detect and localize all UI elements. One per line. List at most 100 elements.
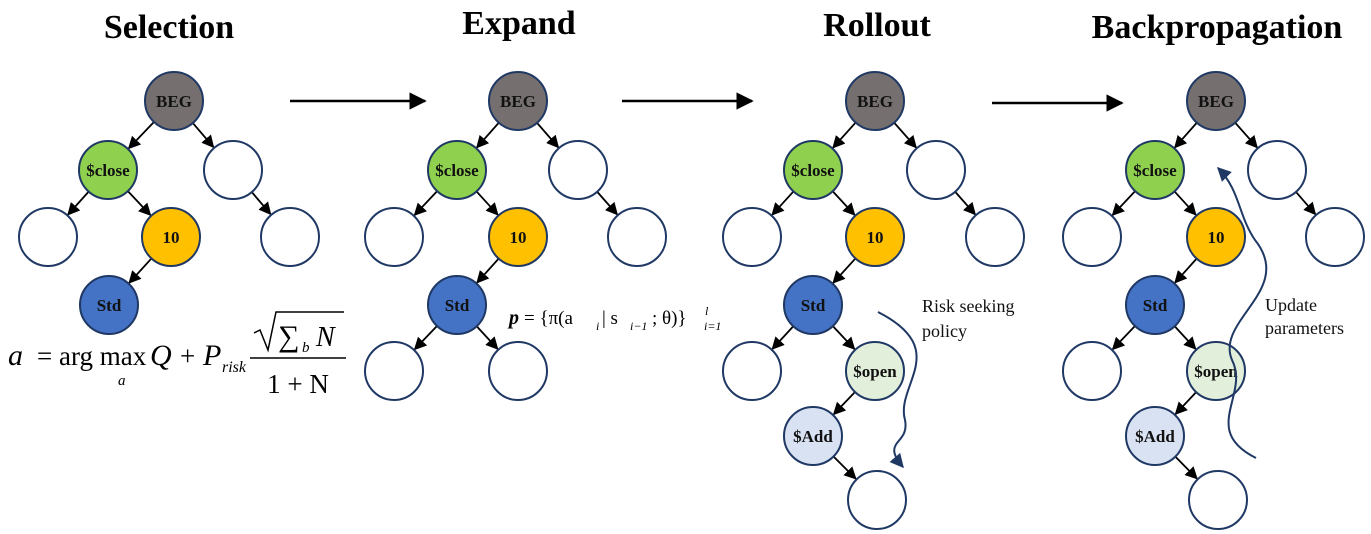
formula-sum: ∑ bbox=[278, 320, 299, 353]
policy-body: = {π(a bbox=[524, 308, 574, 329]
rollout-node-beg bbox=[845, 71, 905, 131]
expand-node-empty-4 bbox=[364, 341, 424, 401]
backprop-node-ten bbox=[1186, 207, 1246, 267]
rollout-node-add bbox=[783, 406, 843, 466]
selection-edge-beg-close bbox=[127, 121, 155, 150]
rollout-node-std bbox=[783, 275, 843, 335]
policy-p: p bbox=[507, 307, 519, 329]
backprop-edge-beg-e1 bbox=[1234, 122, 1258, 149]
rollout-node-label-beg: BEG bbox=[857, 92, 893, 111]
rollout-node-ten bbox=[845, 207, 905, 267]
selection-node-label-std: Std bbox=[97, 296, 122, 315]
stage-title-rollout: Rollout bbox=[823, 7, 931, 44]
expand-node-ten bbox=[488, 207, 548, 267]
expand-formula: p = {π(a i | s i−1 ; θ)} l i=1 bbox=[507, 304, 721, 333]
selection-edge-close-e2 bbox=[67, 191, 90, 216]
backprop-curve-arrow bbox=[1217, 167, 1268, 459]
backprop-edge-close-ten bbox=[1173, 190, 1197, 216]
selection-node-empty-3 bbox=[260, 207, 320, 267]
formula-argmax: = arg max bbox=[37, 341, 147, 371]
formula-n: N bbox=[315, 322, 336, 353]
expand-node-empty-5 bbox=[488, 341, 548, 401]
formula-p: P bbox=[202, 339, 221, 372]
policy-s: | s bbox=[602, 308, 618, 329]
backprop-node-label-ten: 10 bbox=[1208, 228, 1225, 247]
backprop-edge-e1-e3 bbox=[1295, 191, 1317, 216]
rollout-edge-std-e4 bbox=[771, 325, 794, 350]
rollout-edge-close-ten bbox=[832, 190, 856, 216]
rollout-node-close bbox=[783, 140, 843, 200]
formula-denominator: 1 + N bbox=[267, 369, 329, 399]
backprop-node-label-std: Std bbox=[1143, 296, 1168, 315]
rollout-node-label-ten: 10 bbox=[867, 228, 884, 247]
rollout-note-line2: policy bbox=[922, 321, 967, 341]
expand-node-label-std: Std bbox=[445, 296, 470, 315]
expand-edge-e1-e3 bbox=[596, 191, 619, 216]
selection-edge-beg-e1 bbox=[192, 122, 215, 149]
expand-node-beg bbox=[488, 71, 548, 131]
backprop-node-label-open: $open bbox=[1194, 362, 1238, 381]
expand-node-label-ten: 10 bbox=[510, 228, 527, 247]
backprop-node-empty-4 bbox=[1062, 341, 1122, 401]
rollout-edge-ten-std bbox=[832, 257, 857, 284]
backprop-node-std bbox=[1125, 275, 1185, 335]
rollout-node-empty-3 bbox=[965, 207, 1025, 267]
backprop-edge-std-e4 bbox=[1111, 325, 1136, 351]
rollout-edge-e1-e3 bbox=[954, 191, 977, 216]
backprop-edge-add-end bbox=[1174, 456, 1198, 480]
rollout-node-empty-1 bbox=[906, 140, 966, 200]
backprop-note-line2: parameters bbox=[1265, 318, 1344, 338]
formula-risk-sub: risk bbox=[222, 359, 247, 376]
selection-node-label-beg: BEG bbox=[156, 92, 192, 111]
expand-node-std bbox=[427, 275, 487, 335]
expand-edge-beg-close bbox=[476, 122, 500, 149]
backprop-edge-beg-close bbox=[1174, 122, 1198, 149]
rollout-edge-beg-close bbox=[832, 121, 857, 149]
formula-a: a bbox=[8, 339, 23, 372]
expand-edge-close-ten bbox=[475, 190, 499, 216]
backprop-edge-ten-std bbox=[1174, 257, 1198, 284]
rollout-node-label-open: $open bbox=[853, 362, 897, 381]
expand-node-label-beg: BEG bbox=[500, 92, 536, 111]
selection-node-beg bbox=[144, 71, 204, 131]
selection-node-close bbox=[78, 140, 138, 200]
selection-node-empty-2 bbox=[18, 207, 78, 267]
selection-node-std bbox=[79, 275, 139, 335]
expand-node-close bbox=[427, 140, 487, 200]
formula-plus: + bbox=[180, 341, 195, 371]
formula-q: Q bbox=[150, 339, 172, 372]
rollout-node-label-std: Std bbox=[801, 296, 826, 315]
tree-edges bbox=[67, 121, 1317, 480]
policy-sub-i-1: i−1 bbox=[630, 319, 647, 333]
backprop-node-label-beg: BEG bbox=[1198, 92, 1234, 111]
rollout-edge-add-end bbox=[832, 455, 857, 480]
expand-node-empty-2 bbox=[364, 207, 424, 267]
backprop-node-close bbox=[1125, 140, 1185, 200]
selection-node-label-ten: 10 bbox=[163, 228, 180, 247]
backprop-node-add bbox=[1125, 406, 1185, 466]
selection-formula: a = arg max a Q + P risk ∑ b N 1 + N bbox=[8, 311, 346, 399]
selection-node-empty-1 bbox=[203, 140, 263, 200]
stage-title-expand: Expand bbox=[462, 5, 575, 42]
backprop-edge-close-e2 bbox=[1111, 190, 1136, 217]
formula-sqrt bbox=[253, 311, 344, 353]
rollout-edge-close-e2 bbox=[771, 190, 795, 216]
expand-edge-beg-e1 bbox=[536, 122, 560, 149]
selection-edge-close-ten bbox=[127, 190, 152, 217]
rollout-curve-arrow bbox=[877, 311, 918, 469]
rollout-node-label-add: $Add bbox=[793, 427, 833, 446]
rollout-node-empty-nd bbox=[847, 470, 907, 530]
rollout-node-empty-4 bbox=[722, 341, 782, 401]
backprop-node-label-add: $Add bbox=[1135, 427, 1175, 446]
stage-title-selection: Selection bbox=[104, 9, 234, 46]
policy-sub-i: i bbox=[596, 319, 599, 333]
selection-edge-ten-std bbox=[128, 257, 153, 284]
expand-node-empty-1 bbox=[548, 140, 608, 200]
expand-node-label-close: $close bbox=[435, 161, 479, 180]
selection-node-label-close: $close bbox=[86, 161, 130, 180]
rollout-node-label-close: $close bbox=[791, 161, 835, 180]
rollout-note-line1: Risk seeking bbox=[922, 296, 1015, 316]
backprop-node-empty-1 bbox=[1247, 140, 1307, 200]
